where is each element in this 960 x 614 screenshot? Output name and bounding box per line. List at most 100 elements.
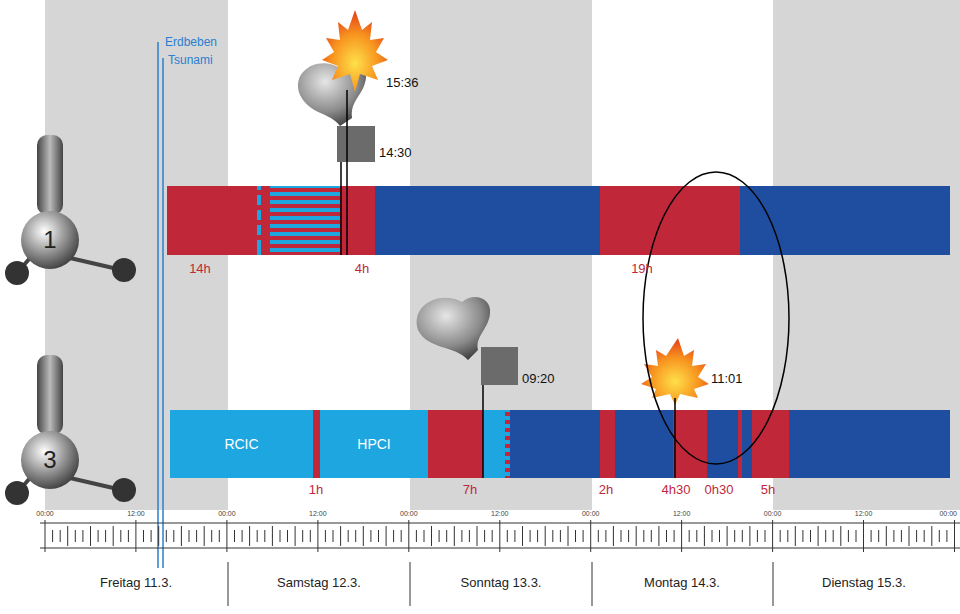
axis-tick <box>734 530 735 542</box>
axis-tick <box>802 530 803 542</box>
axis-tick <box>514 530 515 542</box>
day-label: Dienstag 15.3. <box>822 576 906 590</box>
axis-tick <box>264 530 265 542</box>
axis-tick <box>295 526 296 546</box>
axis-tick <box>575 530 576 542</box>
axis-tick <box>787 530 788 542</box>
time-label: 14:30 <box>379 146 412 160</box>
duration-label: 5h <box>761 483 775 497</box>
axis-tick <box>946 530 947 542</box>
axis-tick <box>52 530 53 542</box>
axis-time: 12:00 <box>491 510 509 518</box>
axis-tick <box>135 520 136 552</box>
axis-tick <box>863 520 864 552</box>
axis-tick <box>522 526 523 546</box>
axis-tick <box>780 530 781 542</box>
axis-tick <box>871 530 872 542</box>
axis-tick <box>696 530 697 542</box>
axis-time: 12:00 <box>673 510 691 518</box>
axis-tick <box>143 530 144 542</box>
axis-tick <box>105 530 106 542</box>
duration-label: 2h <box>599 483 613 497</box>
axis-tick <box>173 530 174 542</box>
axis-tick <box>484 530 485 542</box>
axis-tick <box>931 526 932 546</box>
axis-tick <box>643 530 644 542</box>
axis-tick <box>598 530 599 542</box>
axis-tick <box>651 530 652 542</box>
cooling-band: HPCI <box>320 410 428 478</box>
day-label: Freitag 11.3. <box>100 576 172 590</box>
axis-tick <box>712 530 713 542</box>
axis-tick <box>810 530 811 542</box>
axis-tick <box>310 530 311 542</box>
axis-tick <box>454 526 455 546</box>
duration-label: 19h <box>631 262 653 276</box>
axis-tick <box>765 530 766 542</box>
duration-label: 4h30 <box>662 483 691 497</box>
axis-tick <box>401 530 402 542</box>
axis-tick <box>302 530 303 542</box>
axis-time: 12:00 <box>309 510 327 518</box>
axis-time: 00:00 <box>36 510 54 518</box>
axis-tick <box>742 530 743 542</box>
axis-tick <box>727 526 728 546</box>
axis-tick <box>128 530 129 542</box>
axis-tick <box>439 530 440 542</box>
event-label: Erdbeben <box>165 36 217 49</box>
axis-tick <box>636 526 637 546</box>
axis-tick <box>901 530 902 542</box>
axis-tick <box>242 530 243 542</box>
axis-tick <box>689 530 690 542</box>
axis-tick <box>67 526 68 546</box>
time-label: 15:36 <box>386 76 419 90</box>
axis-tick <box>530 530 531 542</box>
axis-tick <box>60 530 61 542</box>
axis-tick <box>446 530 447 542</box>
axis-tick <box>825 530 826 542</box>
axis-tick <box>674 530 675 542</box>
axis-tick <box>355 530 356 542</box>
axis-tick <box>211 530 212 542</box>
cooling-band: RCIC <box>170 410 313 478</box>
axis-tick <box>75 530 76 542</box>
axis-tick <box>378 530 379 542</box>
axis-tick <box>204 526 205 546</box>
axis-tick <box>370 530 371 542</box>
axis-tick <box>280 530 281 542</box>
duration-label: 0h30 <box>705 483 734 497</box>
reactor-number: 3 <box>43 446 56 474</box>
axis-tick <box>719 530 720 542</box>
axis-tick <box>158 526 159 546</box>
day-label: Samstag 12.3. <box>277 576 361 590</box>
axis-tick <box>166 530 167 542</box>
axis-tick <box>704 526 705 546</box>
axis-tick <box>477 526 478 546</box>
axis-tick <box>317 520 318 552</box>
axis-tick <box>568 526 569 546</box>
axis-tick <box>552 530 553 542</box>
axis-tick <box>590 520 591 552</box>
axis-tick <box>120 530 121 542</box>
duration-label: 14h <box>189 262 211 276</box>
axis-tick <box>939 530 940 542</box>
axis-tick <box>916 530 917 542</box>
axis-tick <box>621 530 622 542</box>
axis-tick <box>818 526 819 546</box>
axis-tick <box>856 530 857 542</box>
axis-tick <box>348 530 349 542</box>
axis-tick <box>272 526 273 546</box>
axis-tick <box>113 526 114 546</box>
axis-tick <box>893 530 894 542</box>
axis-tick <box>219 530 220 542</box>
axis-time: 00:00 <box>939 510 957 518</box>
axis-tick <box>499 520 500 552</box>
axis-time: 12:00 <box>855 510 873 518</box>
axis-tick <box>886 526 887 546</box>
axis-tick <box>909 526 910 546</box>
axis-time: 00:00 <box>218 510 236 518</box>
axis-tick <box>45 520 46 552</box>
axis-tick <box>757 530 758 542</box>
axis-tick <box>189 530 190 542</box>
time-label: 09:20 <box>522 372 555 386</box>
